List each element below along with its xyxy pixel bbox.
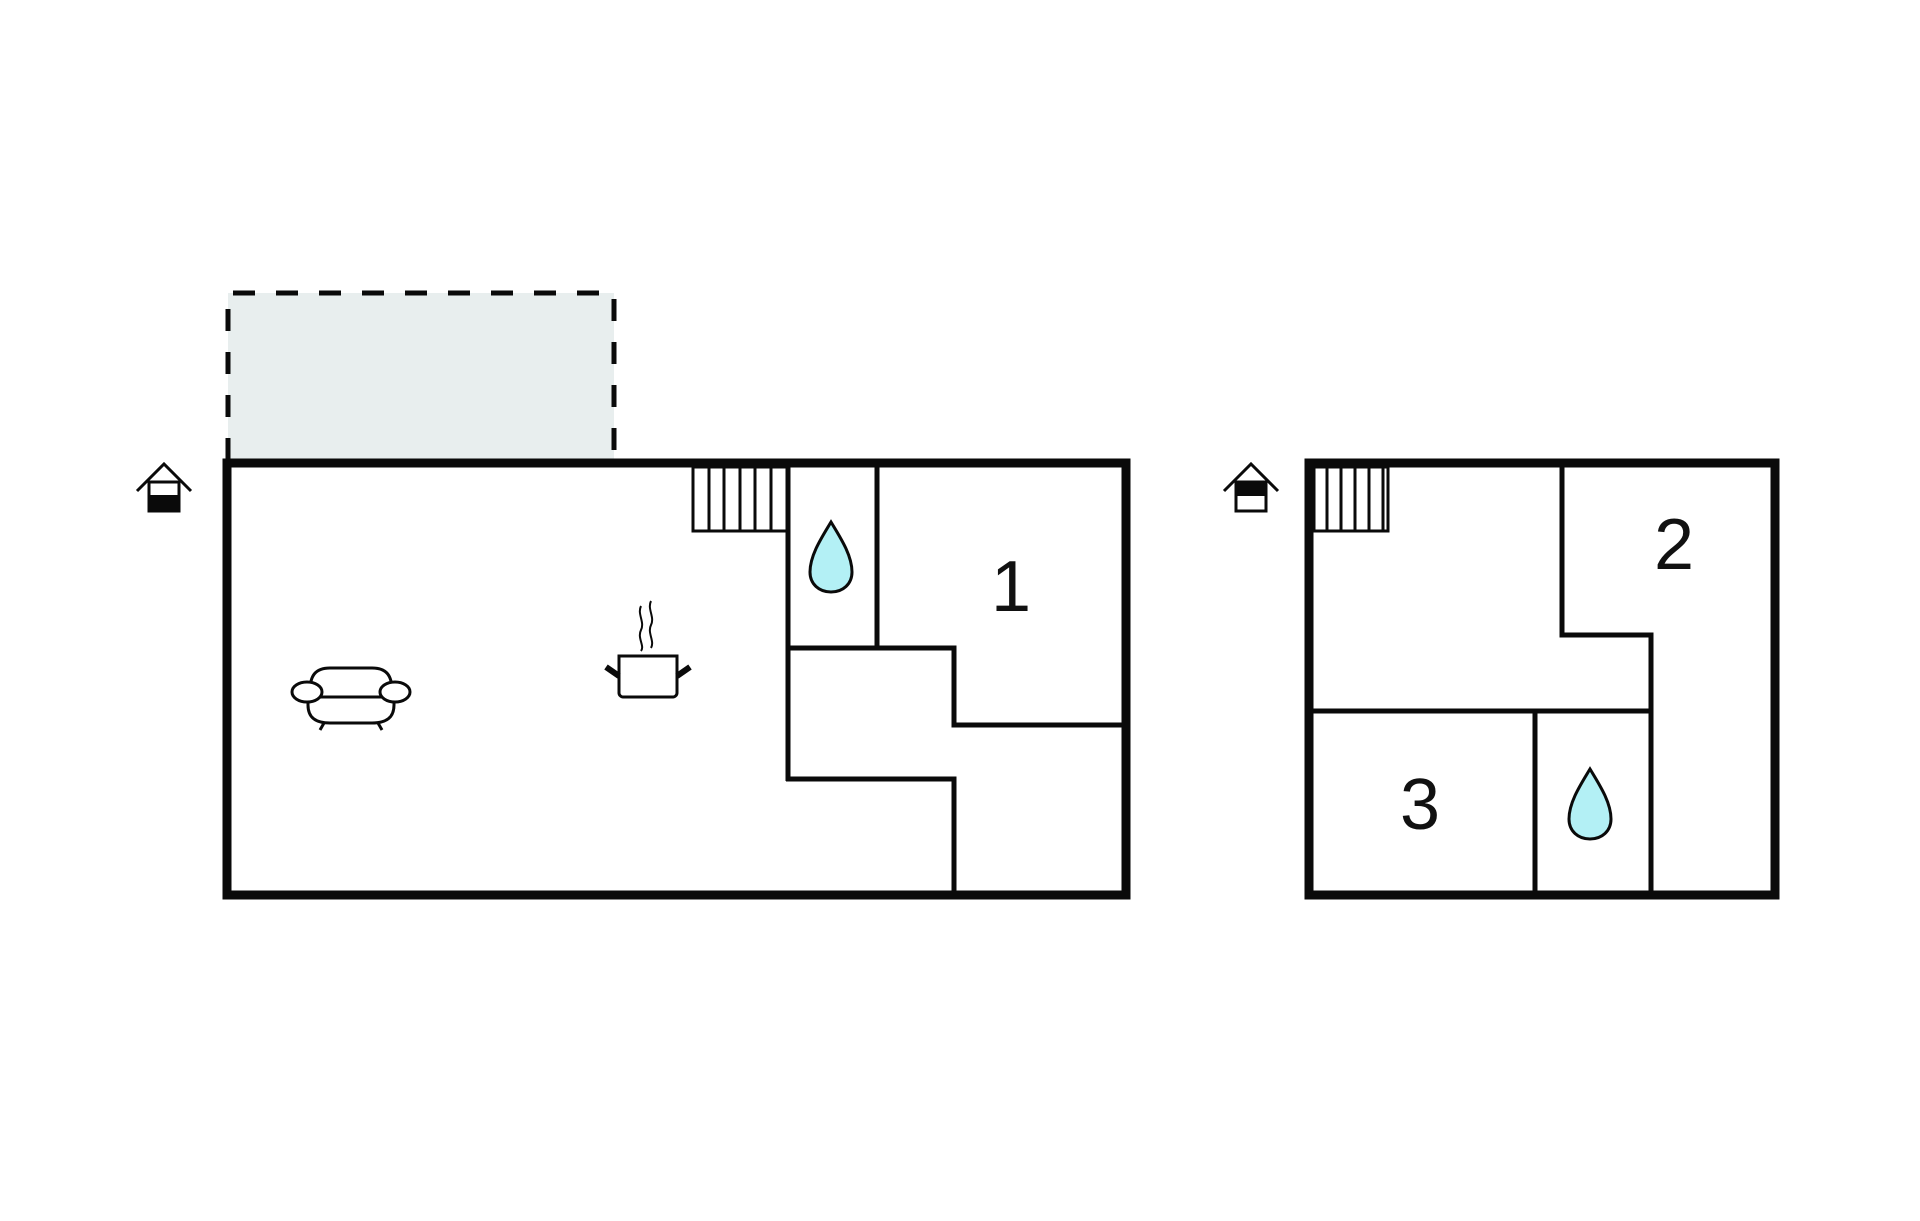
house-ground-floor-icon	[135, 461, 193, 513]
water-drop-icon	[808, 519, 854, 594]
water-drop-icon	[1567, 766, 1613, 841]
room-label-2: 2	[1654, 505, 1694, 585]
upper-floor-plan: 2 3	[1222, 458, 1780, 900]
ground-floor-outer-wall	[222, 458, 1131, 900]
upper-floor-interior-walls	[1313, 467, 1654, 891]
room-label-3: 3	[1400, 765, 1440, 845]
ground-floor-interior-walls	[785, 467, 1122, 891]
upper-floor-outer-wall	[1304, 458, 1780, 900]
cooking-pot-icon	[604, 600, 692, 699]
sofa-icon	[290, 666, 412, 731]
terrace	[225, 290, 617, 460]
house-upper-floor-icon	[1222, 461, 1280, 513]
stairs-ground-floor	[691, 465, 789, 533]
room-label-1: 1	[991, 547, 1031, 627]
stairs-upper-floor	[1312, 465, 1390, 533]
ground-floor-plan: 1	[135, 290, 1131, 900]
